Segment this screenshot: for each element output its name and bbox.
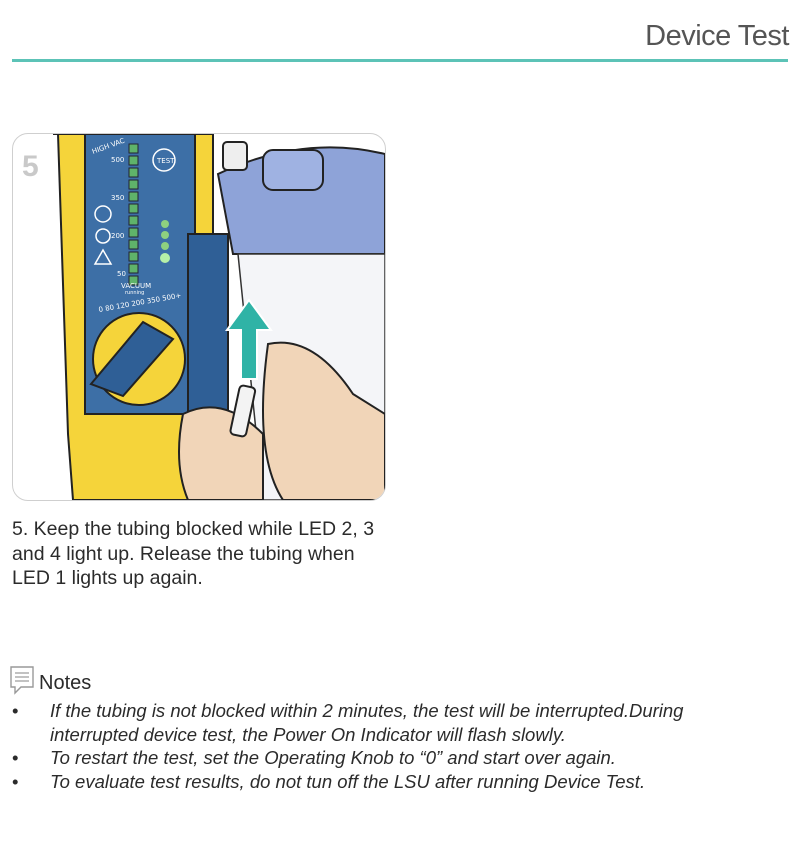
hand-left xyxy=(178,406,264,500)
scale-50: 50 xyxy=(117,270,126,278)
bullet-icon: • xyxy=(12,700,19,721)
note-icon xyxy=(10,666,34,695)
canister-cap xyxy=(262,149,324,191)
note-text: To evaluate test results, do not tun off… xyxy=(50,770,646,792)
running-label: running xyxy=(125,290,144,296)
header-divider xyxy=(12,59,788,62)
tubing-end xyxy=(229,384,257,438)
note-item: • If the tubing is not blocked within 2 m… xyxy=(0,699,800,746)
test-leds xyxy=(160,220,170,263)
device-illustration: HIGH VAC TEST 500 350 200 50 VACUUM runn… xyxy=(12,133,386,501)
scale-200: 200 xyxy=(111,232,124,240)
note-item: • To restart the test, set the Operating … xyxy=(0,746,800,770)
notes-title: Notes xyxy=(39,671,92,694)
vacuum-label: VACUUM xyxy=(121,282,151,290)
hand-right xyxy=(262,341,385,500)
power-icon xyxy=(94,205,112,223)
plug-icon xyxy=(95,228,111,244)
step-number: 5 xyxy=(22,150,39,183)
bullet-icon: • xyxy=(12,747,19,768)
vacuum-led-bar xyxy=(128,143,139,286)
warning-icon xyxy=(93,248,113,265)
notes-list: • If the tubing is not blocked within 2 m… xyxy=(0,699,800,793)
up-arrow-icon xyxy=(225,298,273,380)
bullet-icon: • xyxy=(12,770,19,792)
test-button-label: TEST xyxy=(156,157,175,165)
scale-350: 350 xyxy=(111,194,124,202)
note-text: To restart the test, set the Operating K… xyxy=(50,747,616,768)
note-text: If the tubing is not blocked within 2 mi… xyxy=(50,700,684,745)
knob-handle xyxy=(89,320,175,398)
page-title: Device Test xyxy=(645,20,789,52)
tube-port xyxy=(222,141,248,171)
test-button xyxy=(152,148,176,172)
note-item: • To evaluate test results, do not tun of… xyxy=(0,770,800,794)
scale-500: 500 xyxy=(111,156,124,164)
step-instruction: 5. Keep the tubing blocked while LED 2, … xyxy=(12,518,375,589)
notes-header: Notes xyxy=(9,664,91,696)
